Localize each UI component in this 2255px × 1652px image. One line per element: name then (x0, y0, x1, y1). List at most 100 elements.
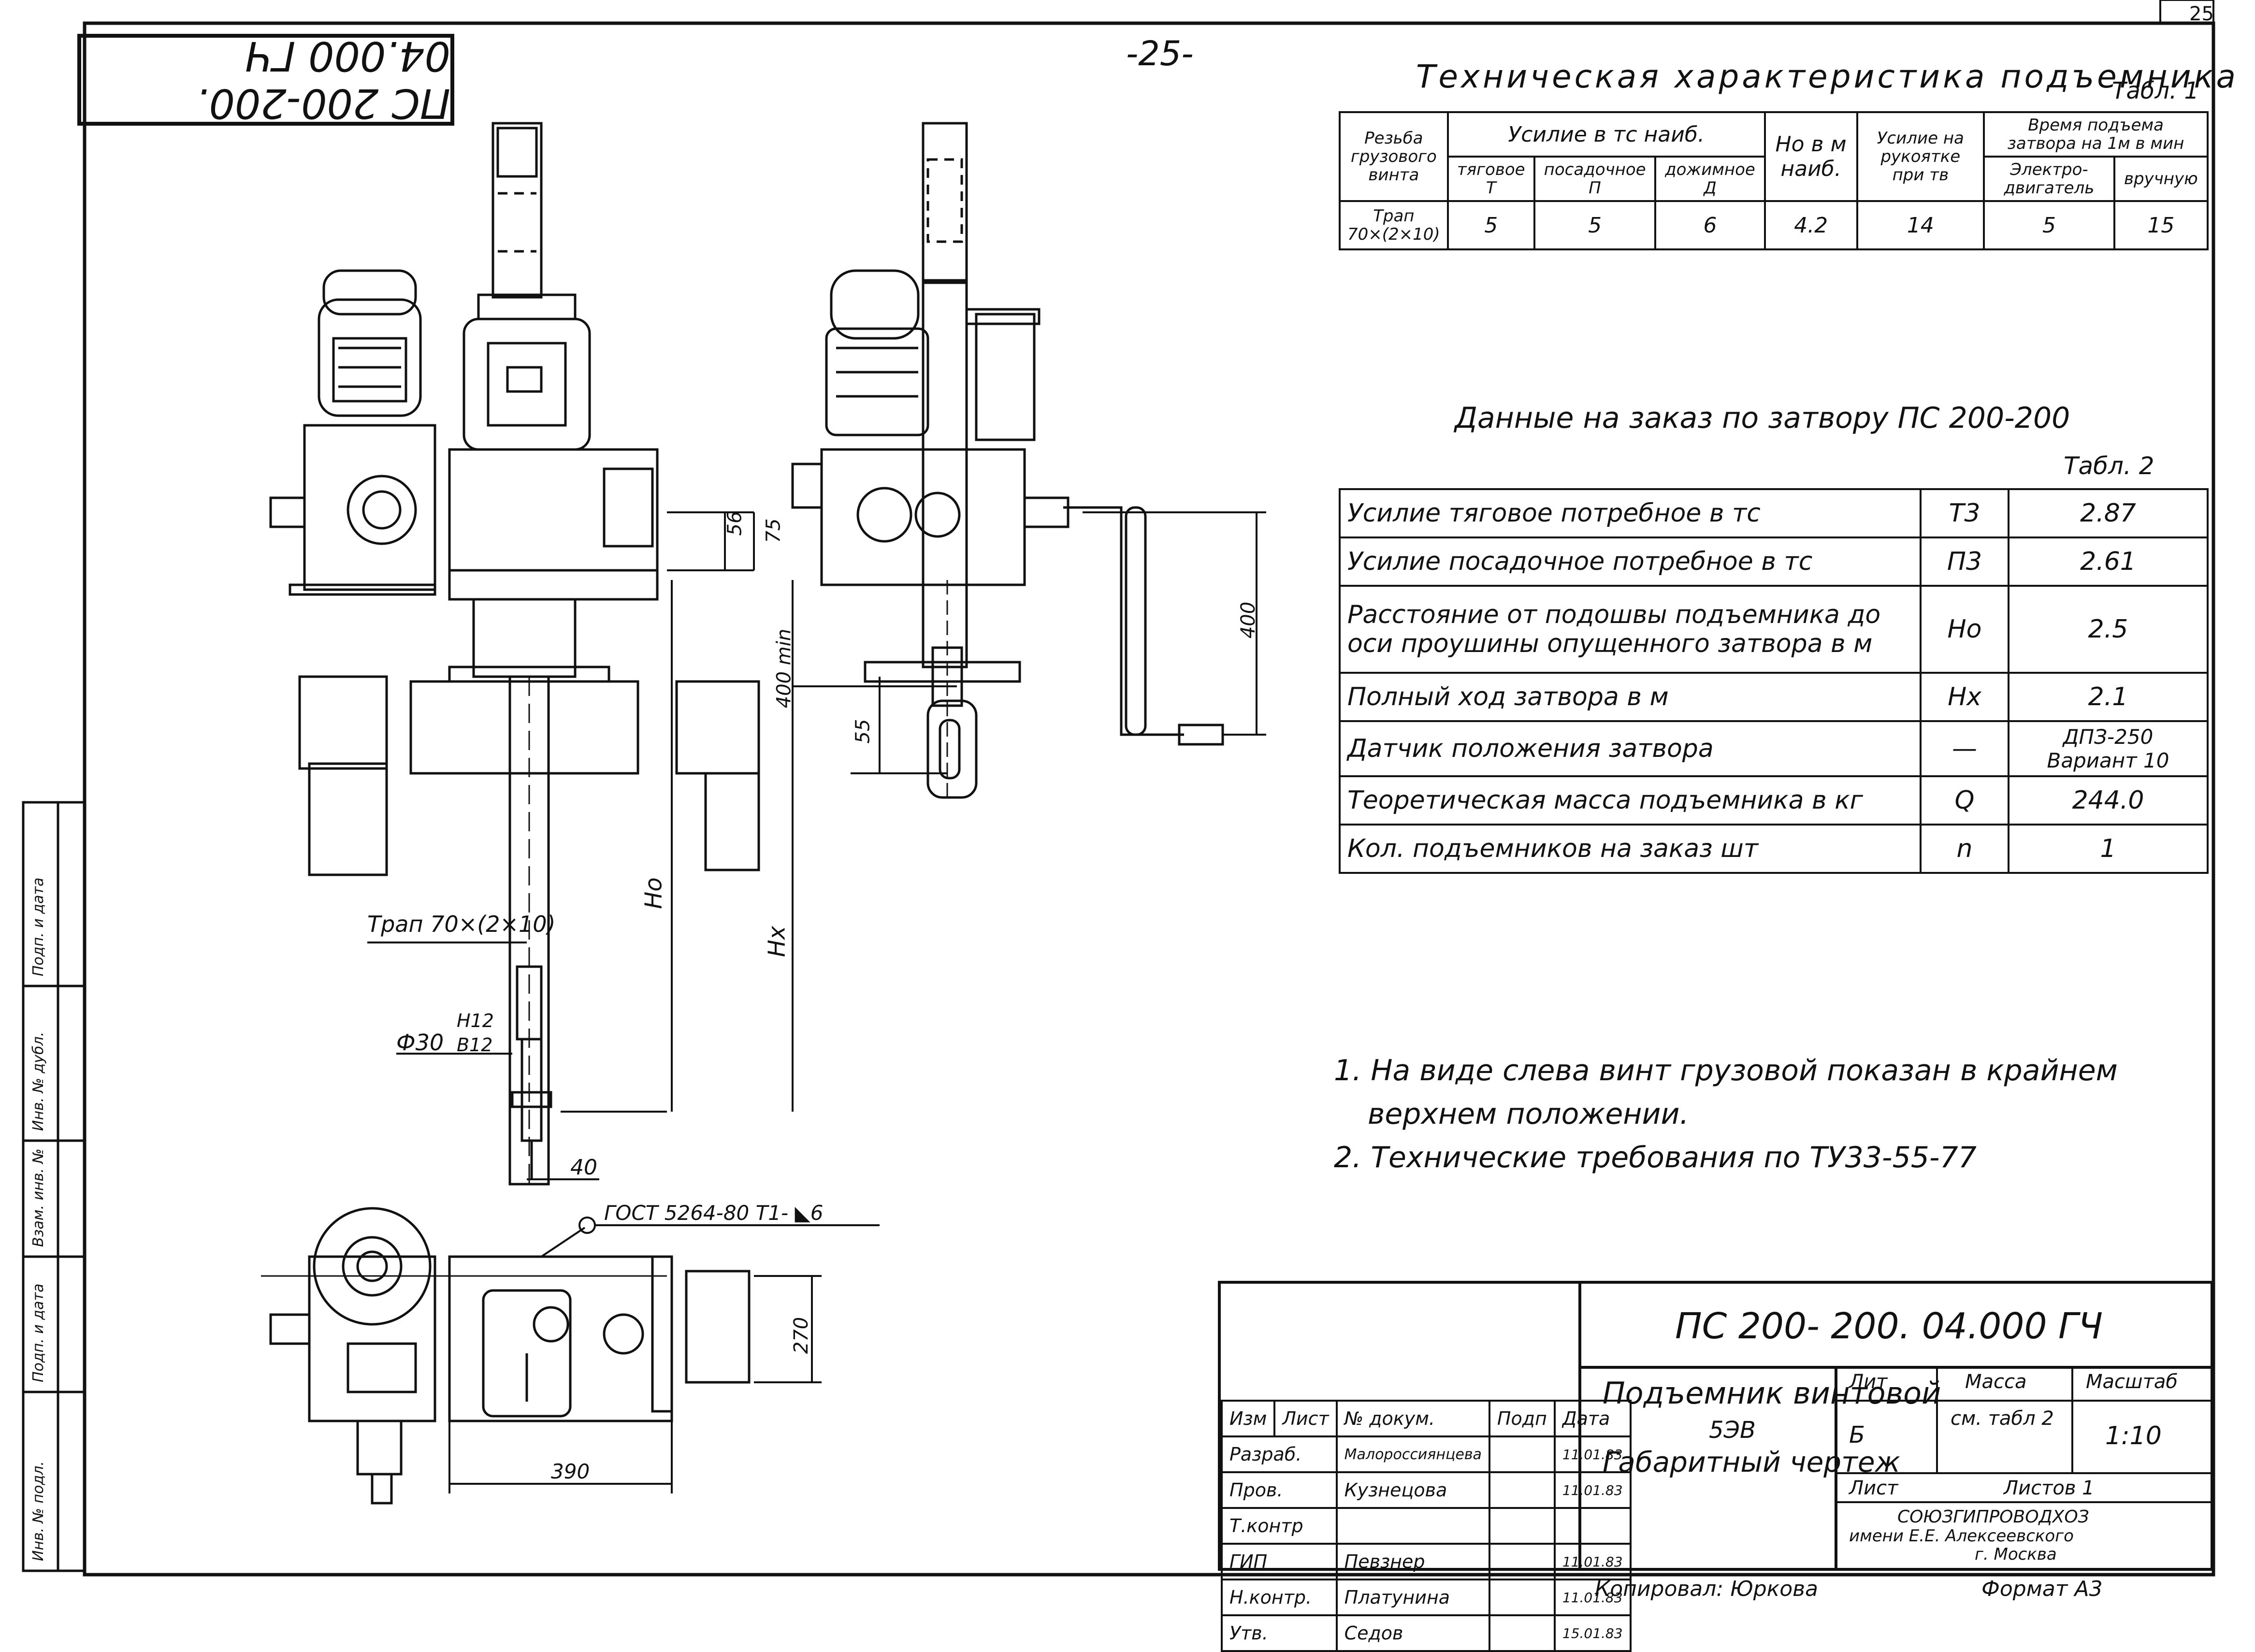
signature (1488, 1543, 1556, 1580)
signer-role: Пров. (1221, 1471, 1338, 1509)
table2-row: Полный ход затвора в м Нх 2.1 (1339, 672, 2209, 722)
tb-h-list: Лист (1273, 1400, 1338, 1437)
dim-400min: 400 min (773, 628, 795, 709)
table2-label: Табл. 2 (2064, 452, 2154, 480)
tb-h-date: Дата (1553, 1400, 1632, 1437)
title-block: ПС 200- 200. 04.000 ГЧ Подъемник винтово… (1218, 1281, 2213, 1652)
table2-row: Кол. подъемников на заказ шт n 1 (1339, 824, 2209, 874)
t1-h-height: Но в м наиб. (1764, 111, 1858, 202)
table2-row: Теоретическая масса подъемника в кг Q 24… (1339, 775, 2209, 826)
table2-row: Усилие тяговое потребное в тс Т3 2.87 (1339, 488, 2209, 538)
dim-270: 270 (790, 1317, 813, 1354)
lit-label: Лит (1849, 1371, 1888, 1393)
mass-value: см. табл 2 (1951, 1407, 2054, 1430)
t1-height: 4.2 (1764, 200, 1858, 250)
signer-name: Малороссиянцева (1335, 1435, 1490, 1473)
sidebar-frame (22, 801, 86, 1572)
sheet-page-number: -25- (1126, 34, 1194, 73)
t1-h-seat: посадочное П (1533, 156, 1657, 202)
signer-role: Утв. (1221, 1614, 1338, 1652)
table1-title: Техническая характеристика подъемника (1416, 58, 2239, 95)
t1-h-manual: вручную (2113, 156, 2209, 202)
dim-390: 390 (551, 1460, 590, 1483)
tb-h-sign: Подп (1488, 1400, 1556, 1437)
tb-h-doc: № докум. (1335, 1400, 1490, 1437)
sheet-label: Лист (1849, 1477, 1898, 1499)
table2-title: Данные на заказ по затвору ПС 200-200 (1455, 401, 2070, 435)
scale-value: 1:10 (2105, 1421, 2162, 1450)
sheets-label: Листов 1 (2004, 1477, 2095, 1499)
note-1-cont: верхнем положении. (1368, 1097, 1689, 1131)
org-city: г. Москва (1975, 1545, 2057, 1564)
dimension-lines (367, 511, 1266, 1493)
signers-table: Изм Лист № докум. Подп Дата Разраб. Мало… (1220, 1400, 1632, 1652)
signer-date (1553, 1507, 1632, 1545)
mass-label: Масса (1965, 1371, 2027, 1393)
copied-by: Копировал: Юркова (1595, 1577, 1819, 1601)
t1-handle: 14 (1856, 200, 1985, 250)
t1-motor: 5 (1983, 200, 2115, 250)
signature (1488, 1435, 1556, 1473)
t2-sym: Q (1920, 775, 2009, 826)
signer-name: Кузнецова (1335, 1471, 1490, 1509)
t1-h-pull: тяговое Т (1446, 156, 1535, 202)
tb-h-izm: Изм (1220, 1400, 1276, 1437)
note-2: 2. Технические требования по ТУ33-55-77 (1334, 1141, 1977, 1174)
signer-date: 11.01.83 (1553, 1543, 1632, 1580)
signer-row: Разраб. Малороссиянцева 11.01.83 (1221, 1435, 1632, 1473)
t2-name: Расстояние от подошвы подъемника до оси … (1339, 585, 1922, 674)
product-name: Подъемник винтовой (1603, 1376, 1941, 1411)
signer-role: Т.контр (1221, 1507, 1338, 1545)
drawing-canvas (22, 0, 2215, 1577)
signer-row: Т.контр (1221, 1507, 1632, 1545)
signer-name: Платунина (1335, 1579, 1490, 1616)
sidebar-cell: Подп. и дата (30, 877, 47, 976)
t1-h-motor: Электро-двигатель (1983, 156, 2115, 202)
note-1: 1. На виде слева винт грузовой показан в… (1334, 1054, 2118, 1087)
t2-sym: n (1920, 824, 2009, 874)
table2-row: Усилие посадочное потребное в тс П3 2.61 (1339, 536, 2209, 587)
signer-row: Пров. Кузнецова 11.01.83 (1221, 1471, 1632, 1509)
t1-h-time: Время подъема затвора на 1м в мин (1983, 111, 2209, 158)
table2-row: Датчик положения затвора — ДПЗ-250 Вариа… (1339, 720, 2209, 777)
t2-val: 2.87 (2008, 488, 2209, 538)
t2-name: Датчик положения затвора (1339, 720, 1922, 777)
sidebar-cell: Инв. № дубл. (30, 1031, 47, 1131)
table2: Усилие тяговое потребное в тс Т3 2.87 Ус… (1339, 488, 2209, 874)
org-subname: имени Е.Е. Алексеевского (1849, 1526, 2074, 1546)
t2-sym: П3 (1920, 536, 2009, 587)
dim-400: 400 (1237, 601, 1260, 639)
dim-b12: В12 (457, 1034, 493, 1056)
signer-name: Певзнер (1335, 1543, 1490, 1580)
t1-pull: 5 (1446, 200, 1535, 250)
dim-55: 55 (852, 719, 874, 744)
sidebar-cell: Взам. инв. № (30, 1148, 47, 1247)
t1-manual: 15 (2113, 200, 2209, 250)
t2-sym: Нх (1920, 672, 2009, 722)
signer-role: ГИП (1221, 1543, 1338, 1580)
signer-date: 15.01.83 (1553, 1614, 1632, 1652)
t2-name: Полный ход затвора в м (1339, 672, 1922, 722)
plan-view (261, 1207, 751, 1505)
dim-phi30: Ф30 (396, 1029, 444, 1056)
lit-value: Б (1849, 1421, 1865, 1449)
signer-role: Разраб. (1221, 1435, 1338, 1473)
t2-sym: Т3 (1920, 488, 2009, 538)
weld-callout: ГОСТ 5264-80 Т1- ◣6 (604, 1201, 824, 1225)
t1-seat: 5 (1533, 200, 1657, 250)
t2-val: 1 (2008, 824, 2209, 874)
dim-40: 40 (570, 1155, 597, 1180)
sheet-format: Формат А3 (1981, 1577, 2103, 1601)
t1-h-thread: Резьба грузового винта (1339, 111, 1449, 202)
signer-date: 11.01.83 (1553, 1471, 1632, 1509)
t1-h-handle: Усилие на рукоятке при тв (1856, 111, 1985, 202)
sidebar-cell: Подп. и дата (30, 1283, 47, 1382)
dim-h12: Н12 (457, 1010, 494, 1031)
signature (1488, 1507, 1556, 1545)
table1-label: Табл. 1 (2112, 77, 2199, 104)
t2-val: 2.61 (2008, 536, 2209, 587)
signer-row: Утв. Седов 15.01.83 (1221, 1614, 1632, 1652)
thread-callout: Трап 70×(2×10) (367, 911, 556, 937)
t1-h-force: Усилие в тс наиб. (1446, 111, 1766, 158)
t2-name: Усилие тяговое потребное в тс (1339, 488, 1922, 538)
